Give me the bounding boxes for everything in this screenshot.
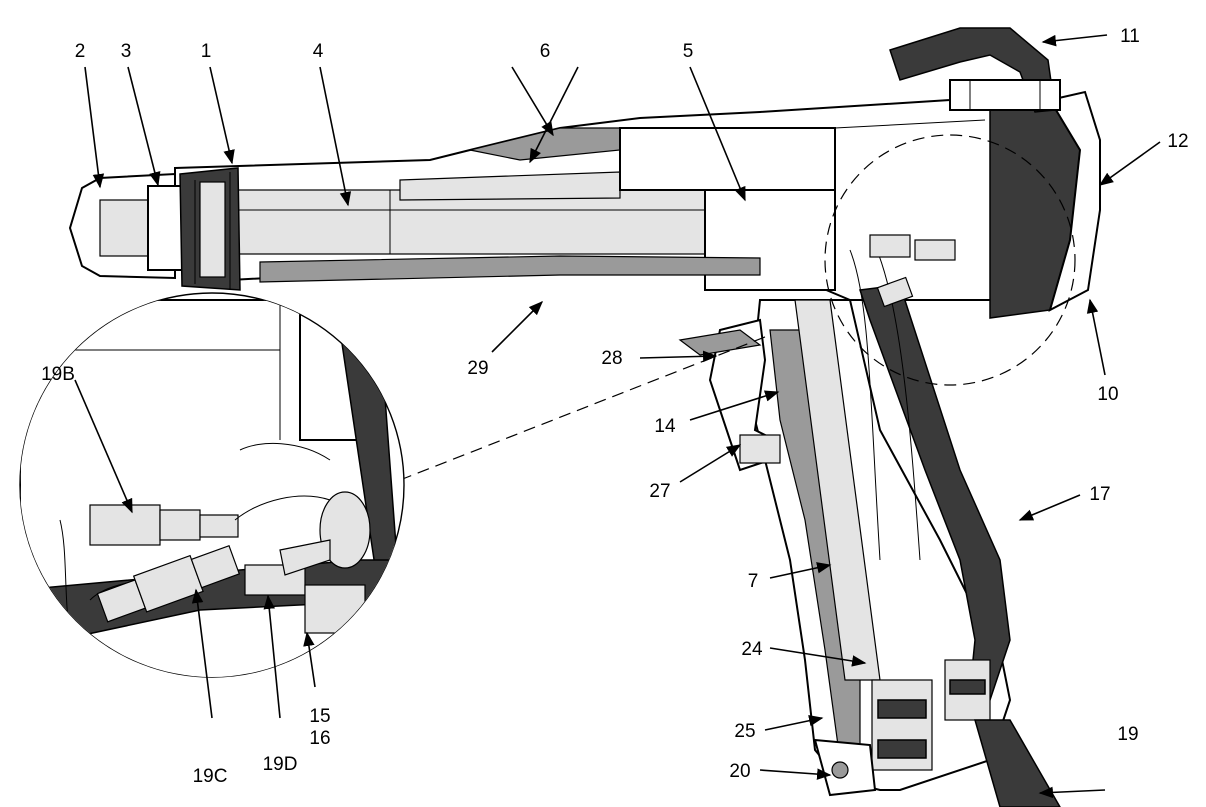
detail-region-circle [824,134,1076,386]
label-14: 14 [654,416,676,437]
label-16: 16 [309,728,330,749]
callout-labels: 1 2 3 4 5 6 7 10 11 12 14 15 16 17 19 19… [41,26,1188,787]
label-28: 28 [601,348,622,369]
rear-cover [989,90,1101,319]
fittings [871,659,991,771]
label-4: 4 [313,41,324,62]
label-6: 6 [540,41,551,62]
nozzle [68,172,189,280]
detail-inset [19,292,405,678]
hook [889,27,1056,113]
cable [974,719,1061,807]
label-11: 11 [1120,26,1140,47]
top-bracket [949,79,1061,111]
label-5: 5 [683,41,694,62]
label-10: 10 [1097,384,1118,405]
leader-lines [74,34,1161,799]
label-2: 2 [75,41,86,62]
nozzle-nut [179,167,241,291]
label-19D: 19D [263,754,298,775]
label-7: 7 [748,571,759,592]
label-29: 29 [467,358,488,379]
label-1: 1 [201,41,212,62]
label-19B: 19B [41,364,75,385]
trigger [678,318,781,472]
label-19C: 19C [193,766,228,787]
label-27: 27 [649,481,670,502]
handle-bottom [813,738,877,797]
label-24: 24 [741,639,763,660]
label-25: 25 [734,721,755,742]
internal-cables [849,234,956,561]
gun-barrel [174,86,1041,301]
label-15: 15 [309,706,330,727]
label-17: 17 [1089,484,1110,505]
label-12: 12 [1167,131,1188,152]
label-3: 3 [121,41,132,62]
label-19: 19 [1117,724,1138,745]
label-20: 20 [729,761,750,782]
